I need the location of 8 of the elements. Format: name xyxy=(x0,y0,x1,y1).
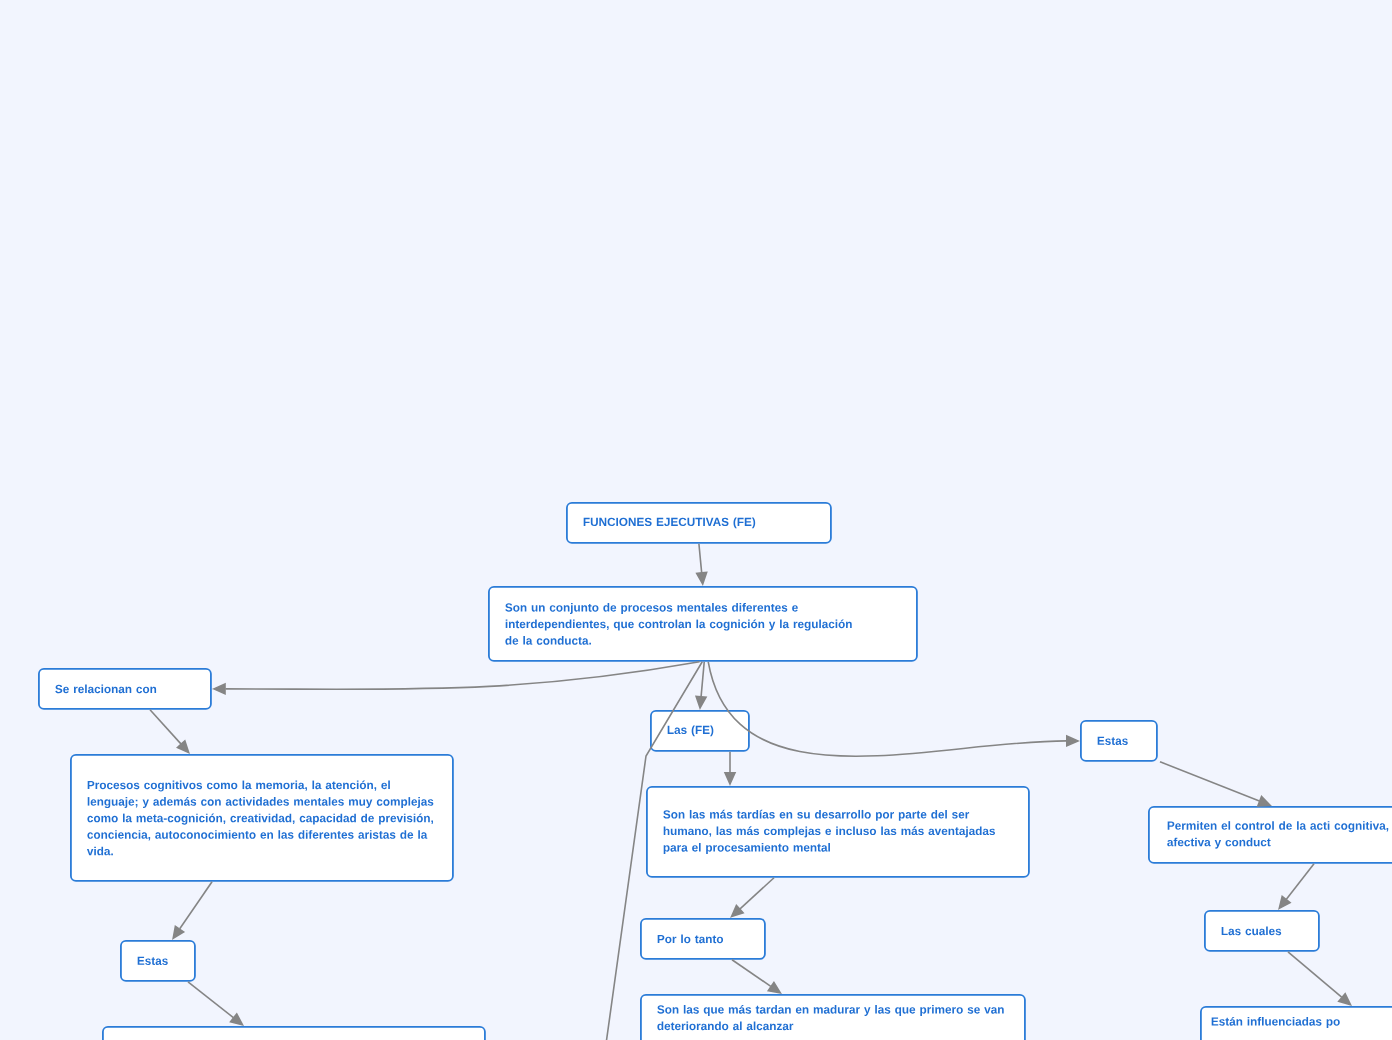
arrow xyxy=(187,981,244,1026)
arrow xyxy=(1278,863,1315,910)
empty-box xyxy=(102,1026,486,1040)
arrow xyxy=(1287,951,1352,1006)
arrow xyxy=(731,959,782,994)
arrow xyxy=(149,709,190,754)
arrow xyxy=(172,881,213,940)
arrow xyxy=(730,877,775,918)
